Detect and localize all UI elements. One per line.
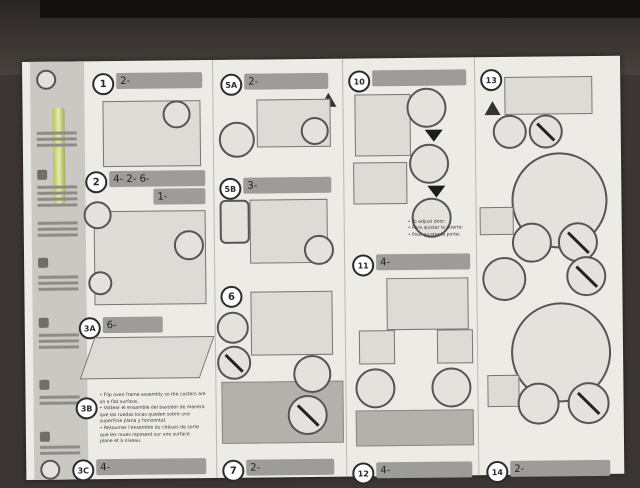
step-1-number: 1 bbox=[92, 73, 115, 96]
step-3a-number: 3A bbox=[78, 317, 101, 340]
step-14-qty: 2- bbox=[514, 463, 525, 475]
step-5b-detail-b bbox=[303, 234, 335, 266]
step-5a-hardware-bar: 2- bbox=[244, 72, 329, 90]
step-3c-qty: 4- bbox=[100, 461, 111, 473]
step-3a-hardware-bar: 6- bbox=[102, 316, 163, 334]
step-2-detail-b bbox=[173, 230, 205, 261]
step-13-diagram-a bbox=[504, 76, 593, 115]
step-11-part-b bbox=[436, 329, 474, 364]
step-6-number: 6 bbox=[220, 285, 243, 308]
step-11-detail-b bbox=[431, 367, 472, 408]
step-5b-qty: 3- bbox=[247, 180, 258, 192]
step-2-qty-d: 1- bbox=[157, 190, 168, 203]
step-2-detail-a bbox=[83, 201, 112, 230]
step-6-wrong-icon bbox=[216, 345, 252, 380]
step-1-hardware-bar: 2- bbox=[116, 72, 203, 90]
step-3b-text: • Flip oven frame assembly so the caster… bbox=[99, 392, 206, 445]
arrow-down-icon-2 bbox=[427, 185, 446, 198]
step-13-part bbox=[479, 206, 514, 236]
step-11-number: 11 bbox=[352, 254, 375, 277]
step-10-text: • To adjust door: • Para ajustar la puer… bbox=[407, 219, 464, 238]
step-10-diagram-b bbox=[353, 161, 408, 205]
step-11-detail-a bbox=[355, 368, 396, 409]
step-14-hardware-bar: 2- bbox=[510, 459, 611, 477]
step-6-detail-a bbox=[216, 311, 249, 344]
step-7-hardware-bar: 2- bbox=[246, 458, 335, 476]
step-10-hardware-bar bbox=[372, 69, 467, 87]
hardware-logo-2 bbox=[40, 459, 61, 480]
step-5b-detail bbox=[219, 199, 250, 244]
hardware-logo bbox=[36, 69, 57, 90]
step-2-detail-c bbox=[88, 271, 113, 296]
step-2-hardware-bar-2: 1- bbox=[153, 188, 206, 205]
arrow-down-icon bbox=[424, 129, 443, 142]
instruction-sheet: 1 2- 2 4- 2- 6- 1- 3A 6- 3B • Flip oven … bbox=[22, 55, 625, 485]
step-10-detail-b bbox=[408, 143, 450, 184]
warning-icon-2 bbox=[484, 100, 501, 116]
step-2-qty-c: 6- bbox=[139, 173, 150, 185]
step-2-qty: 4- bbox=[113, 173, 124, 185]
step-5a-detail bbox=[218, 121, 256, 158]
step-12-hardware-bar: 4- bbox=[376, 461, 473, 479]
step-7-number: 7 bbox=[222, 459, 245, 482]
step-5b-number: 5B bbox=[219, 177, 242, 200]
step-12-number: 12 bbox=[352, 462, 375, 485]
step-3a-diagram bbox=[79, 335, 215, 380]
step-6-detail-b bbox=[293, 354, 332, 394]
step-11-panel bbox=[355, 409, 475, 447]
step-5a-qty: 2- bbox=[248, 76, 259, 88]
step-11-qty: 4- bbox=[380, 256, 391, 268]
step-2-number: 2 bbox=[85, 171, 108, 194]
step-10-detail-a bbox=[406, 87, 447, 128]
step-3c-hardware-bar: 4- bbox=[96, 458, 207, 476]
step-1-qty: 2- bbox=[120, 75, 131, 87]
dark-edge bbox=[40, 0, 640, 18]
step-5b-hardware-bar: 3- bbox=[243, 176, 332, 194]
step-13-detail-c bbox=[482, 256, 527, 302]
step-7-qty: 2- bbox=[250, 462, 261, 474]
step-13-detail-d bbox=[517, 382, 560, 425]
step-3c-number: 3C bbox=[72, 459, 95, 482]
step-2-qty-b: 2- bbox=[126, 173, 137, 185]
step-5a-detail-b bbox=[300, 116, 329, 146]
step-1-detail bbox=[162, 100, 191, 129]
step-10-diagram-a bbox=[354, 93, 412, 157]
step-13-detail-a bbox=[492, 114, 527, 150]
step-13-wrong-icon bbox=[528, 114, 563, 149]
step-11-part-a bbox=[358, 330, 396, 365]
step-3b-number: 3B bbox=[75, 397, 98, 420]
step-2-hardware-bar: 4- 2- 6- bbox=[109, 170, 206, 188]
step-13-part-2 bbox=[487, 374, 520, 408]
step-6-diagram bbox=[250, 290, 334, 356]
step-5a-number: 5A bbox=[220, 73, 243, 96]
step-11-diagram bbox=[386, 277, 469, 331]
step-12-qty: 4- bbox=[380, 464, 391, 476]
step-13-detail-b bbox=[511, 222, 553, 263]
step-10-number: 10 bbox=[348, 70, 371, 93]
step-13-wrong-icon-3 bbox=[566, 255, 607, 297]
hardware-pin bbox=[52, 107, 66, 204]
step-13-number: 13 bbox=[480, 68, 503, 92]
step-6-wrong-icon-2 bbox=[287, 394, 328, 436]
step-3a-qty: 6- bbox=[106, 319, 117, 331]
step-11-hardware-bar: 4- bbox=[376, 253, 471, 271]
step-13-wrong-icon-4 bbox=[567, 381, 610, 425]
